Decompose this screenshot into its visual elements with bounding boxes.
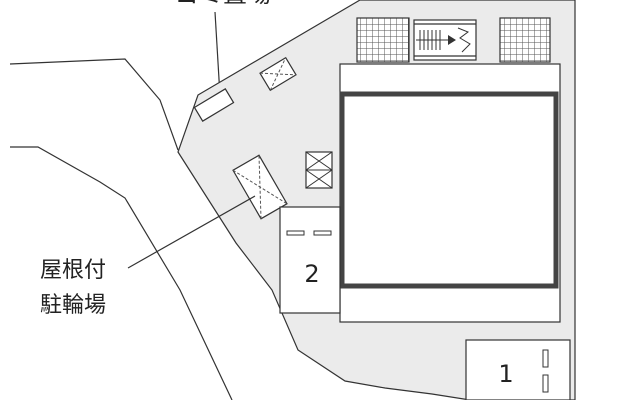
road-line-upper <box>9 58 179 151</box>
building-main <box>339 91 559 289</box>
bicycle-parking <box>232 154 288 220</box>
garbage-station <box>193 88 235 122</box>
utility-box <box>305 151 333 189</box>
planter-left <box>356 17 410 63</box>
bicycle-parking-label-line1: 屋根付 <box>40 258 106 283</box>
bicycle-leader-line <box>127 195 256 269</box>
bicycle-parking-label-line2: 駐輪場 <box>40 293 106 318</box>
road-line-lower <box>10 146 233 400</box>
parking-2-number: 2 <box>304 260 319 288</box>
garbage-area-label: ゴミ置場 <box>175 0 271 8</box>
parking-1-number: 1 <box>498 360 513 388</box>
parking-space-1 <box>465 339 571 400</box>
planter-right <box>499 17 551 63</box>
garbage-station-x <box>259 56 297 92</box>
entrance-stairs <box>413 19 477 61</box>
parking-space-2 <box>279 206 341 314</box>
